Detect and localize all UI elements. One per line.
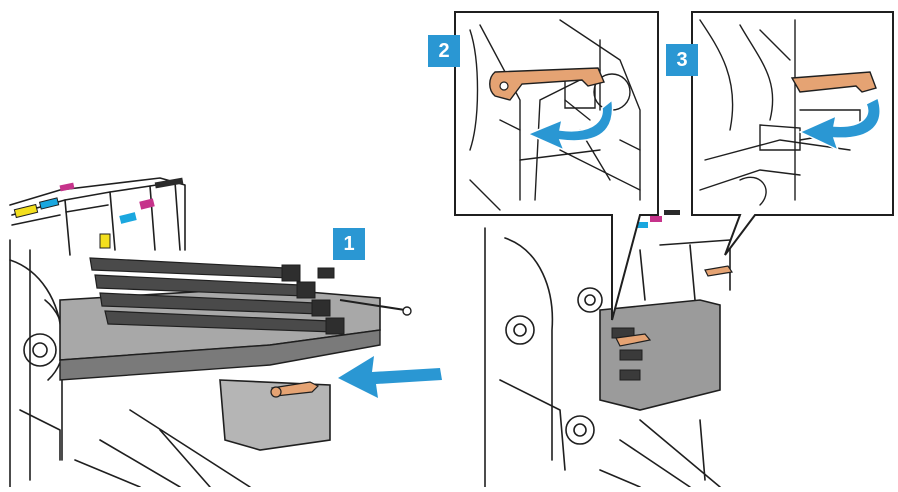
- imaging-kit-tray-edge: [59, 329, 381, 381]
- step-2-label: 2: [438, 39, 450, 62]
- toner-color-tabs: [13, 177, 184, 249]
- black-tab: [154, 177, 184, 189]
- inset-3-lines: [699, 19, 861, 206]
- printer-right: [484, 227, 731, 488]
- magenta-tab-1: [59, 182, 75, 192]
- imaging-kit-right: [599, 299, 721, 411]
- drum-end-caps: [281, 264, 345, 335]
- step-2-badge-bg: [428, 35, 460, 67]
- inset-3-callout-frame: [691, 11, 894, 256]
- step-1-label: 1: [343, 232, 355, 255]
- cyan-tab-1: [38, 197, 60, 210]
- magenta-tab-2: [139, 198, 155, 210]
- black-tab-right: [664, 210, 680, 215]
- imaging-kit-left: [59, 257, 412, 451]
- drum-caps-right: [611, 327, 643, 381]
- latch-right-lower: [615, 333, 652, 347]
- inset-2-lines: [469, 19, 641, 211]
- magenta-tab-right: [650, 216, 662, 222]
- yellow-tab-2: [99, 233, 111, 249]
- latch-inset-2: [489, 67, 605, 101]
- rotate-arrow-icon-3: [798, 96, 881, 152]
- rotate-arrow-icon-2: [526, 98, 614, 152]
- cyan-tab-2: [119, 212, 137, 224]
- step-3-label: 3: [676, 48, 688, 71]
- step-3-badge-bg: [666, 44, 698, 76]
- inset-step-3: [666, 11, 894, 256]
- latch-right-upper: [704, 265, 734, 277]
- step-1-badge-bg: [333, 228, 365, 260]
- inset-step-2: [428, 11, 659, 321]
- cyan-tab-right: [636, 222, 648, 228]
- push-arrow-icon: [338, 356, 442, 398]
- toner-color-tabs-right: [636, 210, 680, 228]
- yellow-tab-1: [13, 203, 39, 219]
- latch-inset-3: [790, 71, 877, 93]
